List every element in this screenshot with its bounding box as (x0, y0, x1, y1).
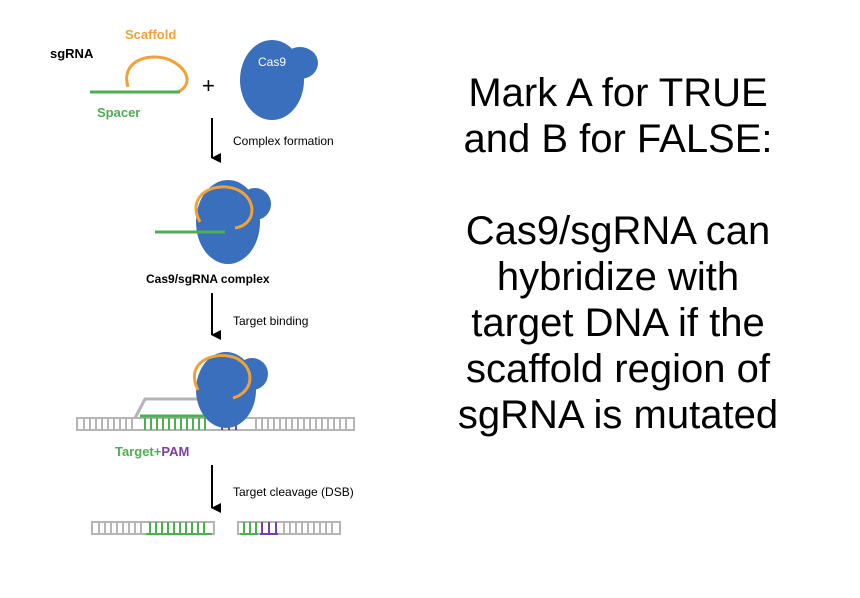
question-line-3: Cas9/sgRNA can (465, 209, 771, 253)
complex-formation-label: Complex formation (233, 134, 334, 148)
cas9-label: Cas9 (258, 55, 286, 69)
target-cleavage-label: Target cleavage (DSB) (233, 485, 354, 499)
cas9-sgrna-complex (155, 180, 271, 264)
cas9-mechanism-diagram: sgRNA Scaffold Spacer + Cas9 Complex for… (50, 27, 355, 535)
spacer-label: Spacer (97, 105, 140, 120)
plus-sign: + (202, 73, 215, 98)
target-label: Target+PAM (115, 444, 189, 459)
question-line-6: scaffold region of (466, 347, 770, 391)
question-line-5: target DNA if the (471, 301, 765, 345)
target-binding-label: Target binding (233, 314, 308, 328)
target-text: Target (115, 444, 154, 459)
question-line-2: and B for FALSE: (463, 117, 773, 161)
cas9-protein (240, 40, 318, 120)
cleaved-dna-left (91, 521, 215, 535)
pam-text: PAM (161, 444, 189, 459)
question-line-4: hybridize with (496, 255, 740, 299)
sgrna-label: sgRNA (50, 46, 94, 61)
complex-label: Cas9/sgRNA complex (146, 272, 270, 286)
question-line-7: sgRNA is mutated (457, 393, 779, 437)
question-text: Mark A for TRUE and B for FALSE: Cas9/sg… (418, 70, 818, 438)
scaffold-label: Scaffold (125, 27, 176, 42)
scaffold-strand (125, 55, 189, 94)
cleaved-dna-right (237, 521, 341, 535)
question-spacer (418, 162, 818, 208)
dna-target-binding (76, 352, 355, 431)
question-line-1: Mark A for TRUE (468, 71, 768, 115)
target-plus-text: + (154, 444, 162, 459)
